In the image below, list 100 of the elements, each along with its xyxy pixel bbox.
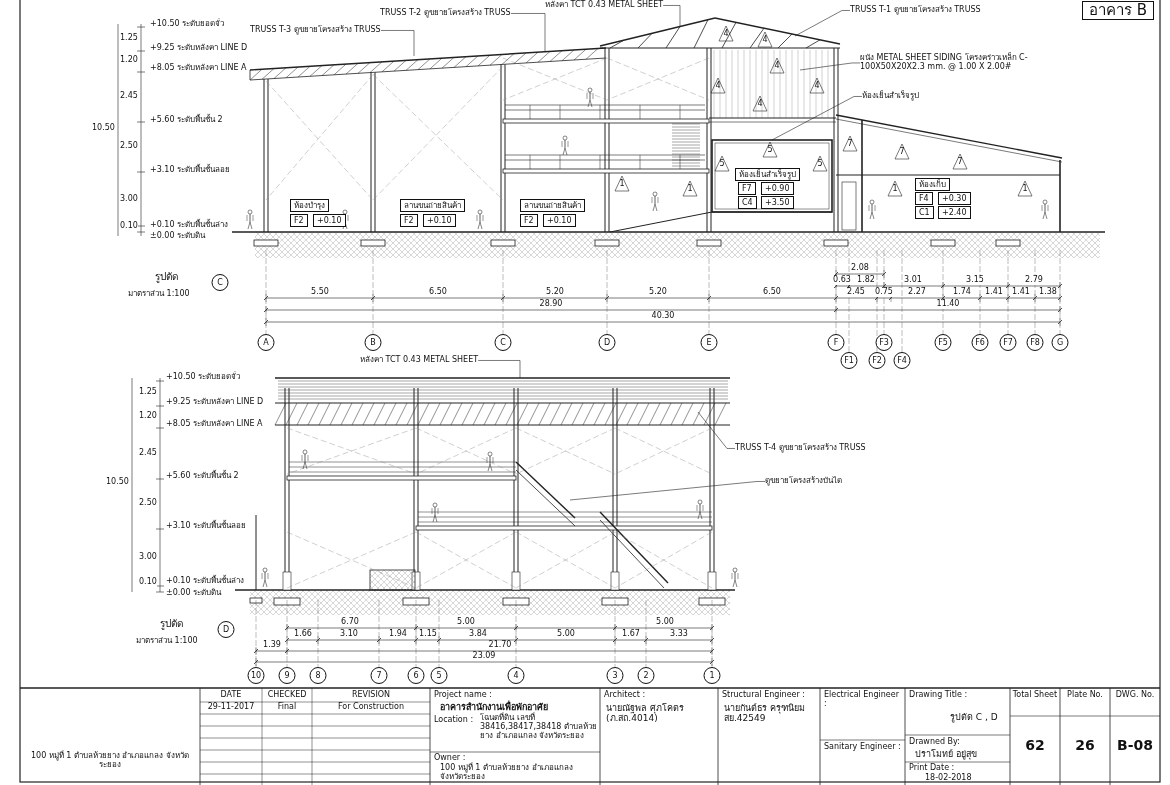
tag-number: 7 [957, 158, 963, 167]
dimension-text: 1.82 [857, 276, 875, 285]
tag-number: 4 [715, 82, 721, 91]
tag-number: 5 [719, 160, 725, 169]
dimension-text: 2.45 [847, 288, 865, 297]
dimension-text: 2.50 [120, 142, 138, 151]
field-label: Project name : [434, 691, 492, 700]
leader-line [771, 96, 863, 141]
tag-text: F2 [520, 214, 538, 227]
dimension-text: 2.79 [1025, 276, 1043, 285]
dimension-text: 0.10 [139, 578, 157, 587]
dimension-text: 1.67 [622, 630, 640, 639]
level-label: ±0.00 ระดับดิน [166, 589, 222, 598]
section-title: รูปตัด [160, 618, 183, 630]
scale-note: มาตราส่วน 1:100 [136, 637, 198, 646]
table-header: Total Sheet [1012, 691, 1058, 700]
tag-text: +2.40 [938, 206, 971, 219]
callout-text: ดูขยายโครงสร้างบันได [765, 477, 842, 486]
grid-label: 8 [309, 667, 327, 684]
grid-label: F3 [875, 334, 893, 351]
grid-label: 4 [507, 667, 525, 684]
dimension-text: 3.84 [469, 630, 487, 639]
tag-text: +0.30 [938, 192, 971, 205]
dimension-text: 3.33 [670, 630, 688, 639]
leader-line [569, 481, 766, 501]
dimension-text: 0.63 [833, 276, 851, 285]
grid-label: 7 [370, 667, 388, 684]
grid-label: F4 [893, 352, 911, 369]
grid-label: B [364, 334, 382, 351]
level-label: +10.50 ระดับยอดจั่ว [150, 20, 225, 29]
level-label: +3.10 ระดับพื้นชั้นลอย [150, 166, 231, 175]
level-label: +5.60 ระดับพื้นชั้น 2 [150, 116, 223, 125]
field-label: Sanitary Engineer : [824, 743, 902, 752]
leader-line [510, 13, 546, 53]
tag-number: 1 [1022, 185, 1028, 194]
level-label: +8.05 ระดับหลังคา LINE A [150, 64, 247, 73]
room-name: ห้องเก็บ [915, 178, 950, 191]
dimension-text: 1.20 [120, 56, 138, 65]
dimension-text: 10.50 [106, 478, 129, 487]
field-label: Structural Engineer : [722, 691, 805, 700]
tag-text: C4 [738, 196, 757, 209]
level-label: +3.10 ระดับพื้นชั้นลอย [166, 522, 247, 531]
grid-label: E [700, 334, 718, 351]
date-text: 18-02-2018 [925, 774, 972, 783]
field-label: Electrical Engineer : [824, 691, 900, 709]
leader-line [477, 360, 521, 379]
table-header: CHECKED [267, 691, 307, 700]
dimension-text: 1.41 [985, 288, 1003, 297]
engineer-name: นายกันต์ธร ครุฑนิยม สย.42549 [724, 703, 806, 724]
dimension-text: 2.45 [120, 92, 138, 101]
room-name: ห้องบำรุง [290, 199, 329, 212]
dimension-text: 5.00 [656, 618, 674, 627]
dimension-text: 3.01 [904, 276, 922, 285]
dimension-text: 0.10 [120, 222, 138, 231]
tag-text: F2 [290, 214, 308, 227]
dimension-text: 1.38 [1039, 288, 1057, 297]
sheet-number: B-08 [1117, 738, 1153, 754]
field-label: Drawned By: [909, 738, 960, 747]
callout-text: หลังคา TCT 0.43 METAL SHEET [545, 1, 664, 10]
tag-number: 7 [847, 140, 853, 149]
tag-text: C1 [915, 206, 934, 219]
dimension-text: 2.45 [139, 449, 157, 458]
grid-label: 9 [278, 667, 296, 684]
field-label: Owner : [434, 754, 466, 762]
tag-number: 1 [687, 185, 693, 194]
sheet-number: 62 [1025, 738, 1045, 754]
dimension-text: 1.15 [419, 630, 437, 639]
address-text: 100 หมู่ที่ 1 ตำบลห้วยยาง อำเภอแกลง จังหวัดระยอง [440, 764, 574, 782]
field-label: Architect : [604, 691, 646, 700]
table-header: DATE [220, 691, 242, 700]
room-name: ห้องเย็นสำเร็จรูป [735, 168, 800, 181]
tag-text: F7 [738, 182, 756, 195]
table-header: DWG. No. [1114, 691, 1156, 700]
dimension-text: 1.74 [953, 288, 971, 297]
room-name: ลานขนถ่ายสินค้า [400, 199, 465, 212]
leader-line [697, 411, 736, 449]
dimension-text: 3.00 [120, 195, 138, 204]
dimension-text: 1.25 [139, 388, 157, 397]
leader-line [799, 62, 861, 71]
tag-number: 4 [774, 62, 780, 71]
project-name: อาคารสำนักงานเพื่อพักอาศัย [440, 702, 548, 712]
dimension-text: 3.10 [340, 630, 358, 639]
grid-label: F8 [1026, 334, 1044, 351]
dimension-text: 3.15 [966, 276, 984, 285]
tag-number: 1 [619, 180, 625, 189]
grid-label: F1 [840, 352, 858, 369]
field-label: Drawing Title : [909, 691, 968, 700]
tag-number: 4 [762, 36, 768, 45]
dimension-text: 1.20 [139, 412, 157, 421]
tag-text: +0.10 [423, 214, 456, 227]
dimension-text: 3.00 [139, 553, 157, 562]
grid-label: F6 [971, 334, 989, 351]
grid-label: 10 [247, 667, 265, 684]
dimension-text: 5.00 [557, 630, 575, 639]
room-name: ลานขนถ่ายสินค้า [520, 199, 585, 212]
callout-text: TRUSS T-4 ดูขยายโครงสร้าง TRUSS [735, 444, 866, 453]
callout-text: TRUSS T-2 ดูขยายโครงสร้าง TRUSS [380, 9, 511, 18]
dimension-text: 10.50 [92, 124, 115, 133]
dimension-text: 1.41 [1012, 288, 1030, 297]
dimension-text: 0.75 [875, 288, 893, 297]
